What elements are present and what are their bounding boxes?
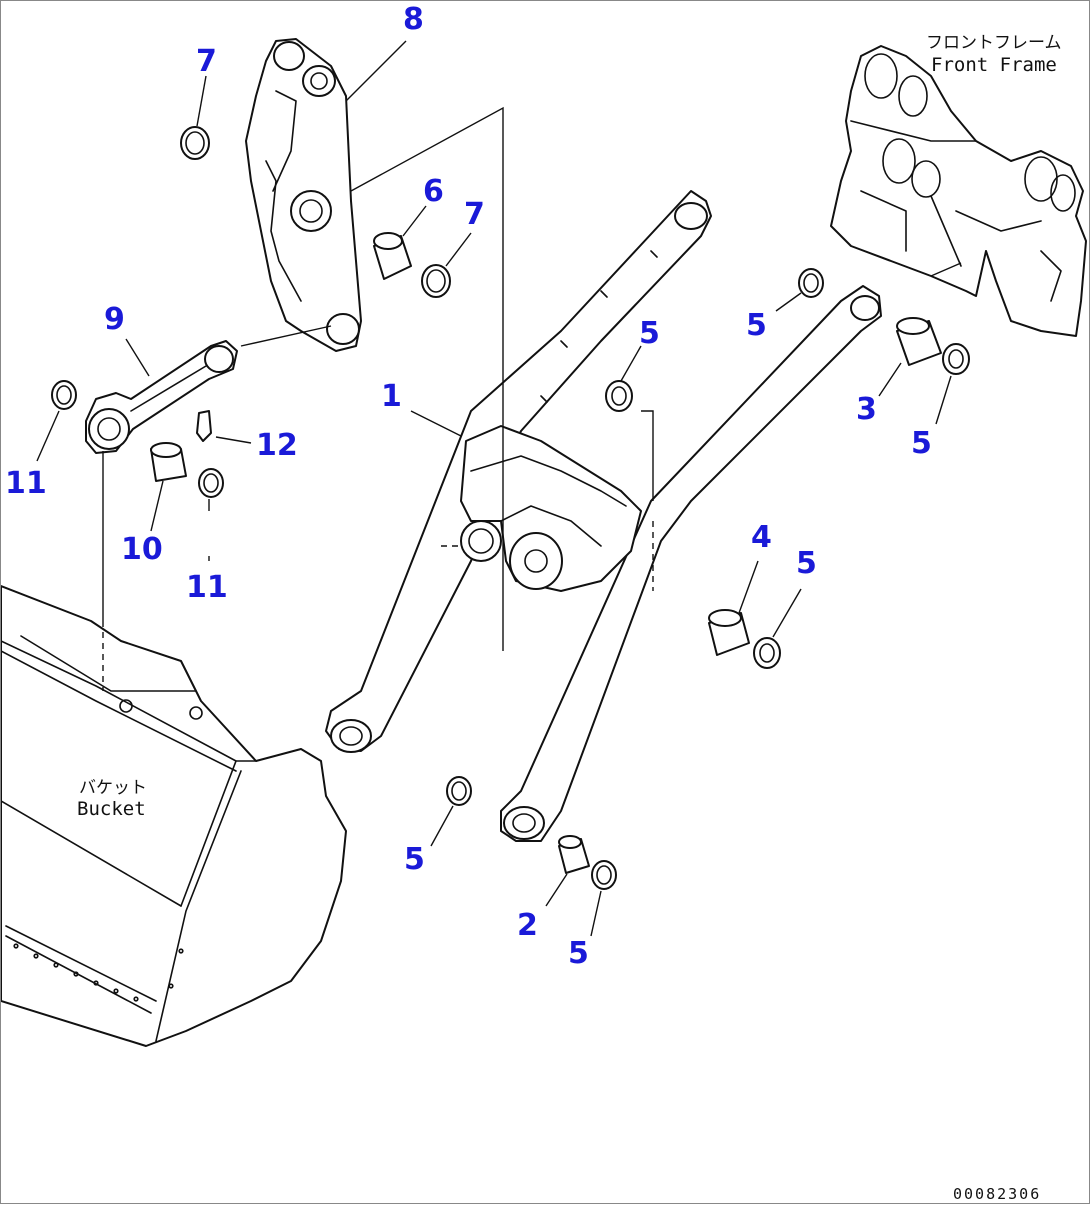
callout-12: 12 — [256, 428, 298, 463]
callout-4: 4 — [751, 520, 772, 555]
callout-5-boom-right: 5 — [796, 546, 817, 581]
pin-parts — [51, 126, 970, 890]
front-frame-part — [830, 45, 1087, 337]
callout-3: 3 — [856, 392, 877, 427]
callout-11-right: 11 — [186, 570, 228, 605]
callout-5-frame-left: 5 — [746, 308, 767, 343]
callout-5-boom-lower-left: 5 — [404, 842, 425, 877]
callout-8: 8 — [403, 2, 424, 37]
leader-lines — [36, 40, 952, 937]
bucket-part — [1, 585, 347, 1047]
front-frame-label-jp: フロントフレーム — [926, 33, 1062, 53]
front-frame-label-en: Front Frame — [931, 54, 1057, 76]
callout-10: 10 — [121, 532, 163, 567]
bellcrank-part — [245, 38, 362, 352]
bucket-label-jp: バケット — [79, 778, 147, 798]
bucket-link-part — [85, 340, 238, 454]
assembly-lines — [102, 106, 962, 691]
callout-7-upper: 7 — [196, 44, 217, 79]
callout-5-boom-center: 5 — [639, 316, 660, 351]
callout-5-frame-right: 5 — [911, 426, 932, 461]
callout-2: 2 — [517, 908, 538, 943]
drawing-code: 00082306 — [953, 1185, 1041, 1203]
boom-assembly-part — [325, 190, 882, 842]
callout-7-lower: 7 — [464, 197, 485, 232]
callout-5-boom-lower-right: 5 — [568, 936, 589, 971]
callout-9: 9 — [104, 302, 125, 337]
callout-6: 6 — [423, 174, 444, 209]
callout-11-left: 11 — [5, 466, 47, 501]
bucket-label-en: Bucket — [77, 798, 146, 820]
callout-1: 1 — [381, 379, 402, 414]
